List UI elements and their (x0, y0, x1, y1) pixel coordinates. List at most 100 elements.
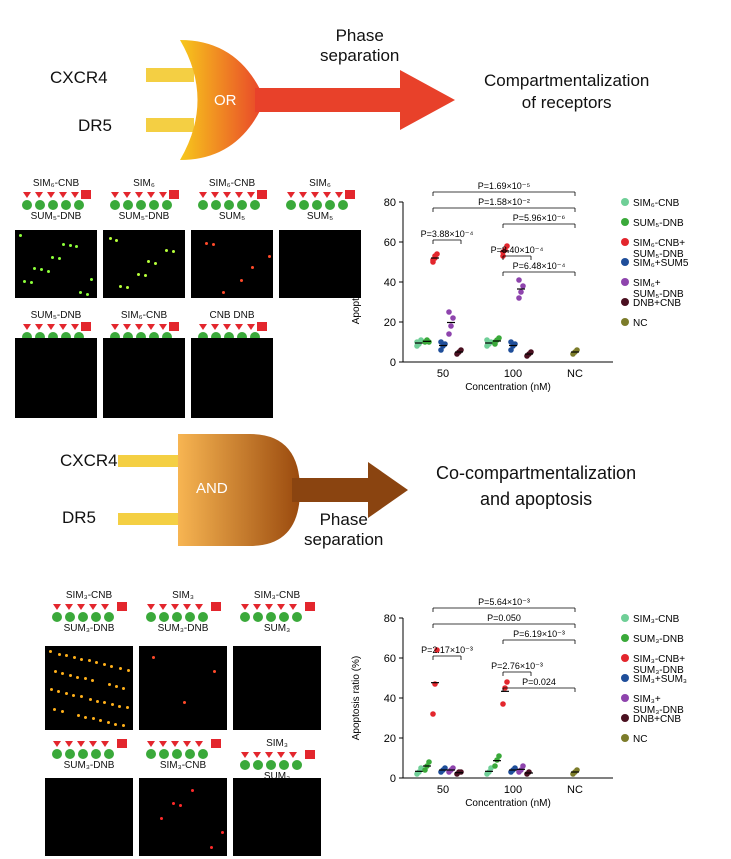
data-point (496, 335, 502, 341)
micro-label-top2: DNB (230, 310, 255, 321)
or-gate-shape (180, 40, 265, 160)
p-value-label: P=0.024 (522, 677, 556, 687)
fluorescence-dot (179, 804, 183, 808)
micro-label-top: SIM₆-CNB (32, 178, 80, 189)
x-tick-label: NC (567, 368, 583, 380)
legend-marker (621, 694, 629, 702)
p-value-label: P=2.17×10⁻³ (421, 645, 473, 655)
micrograph (139, 646, 227, 730)
fluorescence-dot (91, 679, 95, 683)
fluorescence-dot (121, 724, 125, 728)
legend-label: SIM₆-CNB (633, 198, 680, 209)
y-tick-label: 60 (384, 653, 396, 665)
fluorescence-dot (68, 673, 72, 677)
legend-label: SIM₃-CNB (633, 614, 680, 625)
fluorescence-dot (96, 699, 99, 703)
fluorescence-dot (89, 278, 93, 282)
fluorescence-dot (33, 267, 37, 271)
data-point (504, 243, 510, 249)
legend-label: SIM₃+SUM₃-DNB (633, 694, 684, 716)
y-tick-label: 0 (390, 357, 396, 369)
legend-label: SUM₃-DNB (633, 634, 684, 645)
x-tick-label: 50 (437, 368, 449, 380)
legend-marker (621, 198, 629, 206)
micro-label-top: SIM₆-CNB (120, 310, 168, 321)
fluorescence-dot (204, 242, 208, 246)
fluorescence-dot (86, 292, 90, 296)
legend-label: DNB+CNB (633, 714, 681, 725)
fluorescence-dot (40, 268, 44, 272)
micro-label-bottom: SUM₃-DNB (157, 623, 209, 634)
construct-glyph (279, 189, 361, 211)
micrograph (45, 646, 133, 730)
gate1-input-b: DR5 (78, 116, 113, 135)
fluorescence-dot (114, 685, 118, 688)
data-point (504, 679, 510, 685)
legend-marker (621, 734, 629, 742)
data-point (520, 283, 526, 289)
fluorescence-dot (95, 661, 99, 665)
fluorescence-dot (122, 686, 126, 690)
gate1-input-a: CXCR4 (50, 68, 108, 87)
input-bar-a (146, 68, 194, 82)
construct-glyph (139, 601, 227, 623)
fluorescence-dot (143, 274, 147, 278)
p-value-label: P=2.76×10⁻³ (491, 661, 543, 671)
p-value-label: P=1.58×10⁻² (478, 197, 530, 207)
legend-marker (621, 318, 629, 326)
legend-marker (621, 654, 629, 662)
data-point (432, 253, 438, 259)
legend-label: SIM₃-CNB+SUM₃-DNB (633, 654, 685, 676)
fluorescence-dot (58, 652, 62, 656)
gate2-input-b: DR5 (62, 508, 97, 527)
fluorescence-dot (29, 281, 33, 285)
fluorescence-dot (221, 830, 225, 834)
legend-label: SIM₆+SUM₅-DNB (633, 278, 684, 300)
micro-label-bottom: SUM₅-DNB (30, 211, 82, 222)
data-point (430, 711, 436, 717)
micro-label-bottom: SIM₃-CNB (159, 760, 207, 771)
fluorescence-dot (64, 691, 68, 695)
data-point (458, 769, 464, 775)
micro-label-bottom: SUM₃-DNB (63, 760, 115, 771)
fluorescence-dot (51, 255, 55, 259)
fluorescence-dot (119, 284, 123, 288)
data-point (446, 309, 452, 315)
x-tick-label: 100 (504, 368, 522, 380)
p-value-label: P=6.19×10⁻³ (513, 629, 565, 639)
construct-glyph (45, 738, 133, 760)
gate1-output: Compartmentalization of receptors (484, 71, 650, 112)
fluorescence-dot (57, 690, 61, 694)
fluorescence-dot (76, 675, 80, 679)
legend-label: SIM₆-CNB+SUM₅-DNB (633, 238, 685, 260)
fluorescence-dot (88, 697, 92, 701)
data-point (496, 753, 502, 759)
micrograph (103, 230, 185, 298)
fluorescence-dot (77, 714, 81, 718)
micrograph (233, 646, 321, 730)
fluorescence-dot (125, 706, 129, 710)
data-point (492, 339, 498, 345)
fluorescence-dot (126, 668, 130, 672)
micro-label-bottom: SUM₃ (263, 623, 291, 634)
micro-label-bottom: SUM₅-DNB (118, 211, 170, 222)
data-point (492, 763, 498, 769)
legend-label: SIM₃+SUM₃ (633, 674, 687, 685)
p-value-label: P=8.40×10⁻⁴ (491, 245, 544, 255)
x-axis-label: Concentration (nM) (465, 382, 551, 393)
legend-marker (621, 238, 629, 246)
data-point (414, 339, 420, 345)
fluorescence-dot (47, 269, 51, 273)
fluorescence-dot (209, 845, 213, 849)
legend-marker (621, 298, 629, 306)
output-arrow (255, 70, 455, 130)
micrograph (103, 338, 185, 418)
data-point (518, 289, 524, 295)
fluorescence-dot (80, 657, 84, 661)
